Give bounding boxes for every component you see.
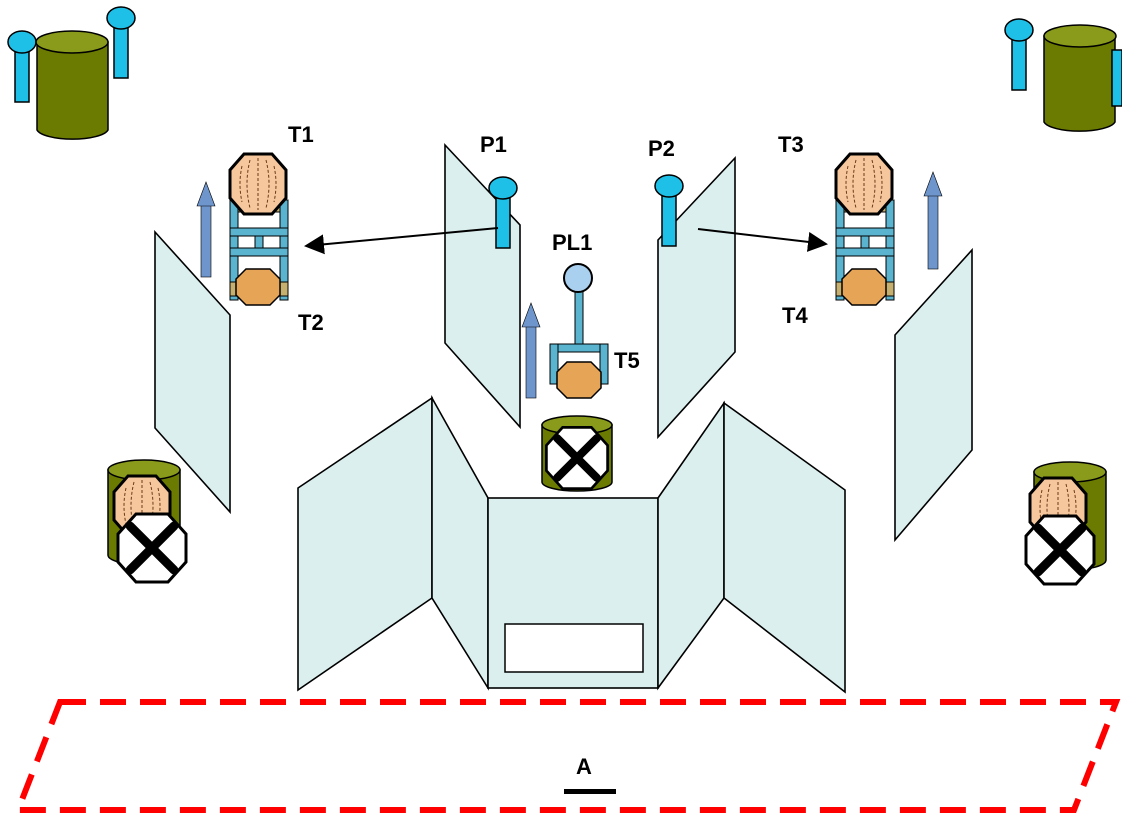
panel-left <box>154 229 231 515</box>
target-figure-t5 <box>549 263 609 399</box>
target-figure-t3-t4 <box>834 152 895 306</box>
barrel-target-cross-left <box>107 459 186 582</box>
panel-p2 <box>657 155 736 440</box>
motion-arrow-right <box>923 171 943 270</box>
barrel-cross-center <box>541 415 613 491</box>
label-t3: T3 <box>778 132 804 157</box>
label-pl1: PL1 <box>552 230 592 255</box>
label-t1: T1 <box>288 122 314 147</box>
label-p1: P1 <box>480 132 507 157</box>
panel-right <box>894 247 973 543</box>
label-area-a: A <box>576 754 592 779</box>
barrel-with-poles-top-left <box>7 6 136 140</box>
motion-arrow-center <box>521 302 541 399</box>
central-booth <box>297 394 846 694</box>
label-t4: T4 <box>782 303 808 328</box>
label-t2: T2 <box>298 310 324 335</box>
motion-arrow-left <box>196 181 216 278</box>
barrel-target-cross-right <box>1026 461 1107 584</box>
pointer-arrow-p1 <box>304 227 499 255</box>
barrel-with-poles-top-right <box>1004 18 1122 132</box>
label-t5: T5 <box>614 348 640 373</box>
label-p2: P2 <box>648 136 675 161</box>
area-a-underline <box>564 789 616 794</box>
light-pole-pl1-lamp <box>563 263 593 293</box>
target-figure-t1-t2 <box>228 152 289 306</box>
pointer-arrow-p2 <box>697 228 828 252</box>
area-a-dashed-outline <box>13 699 1121 813</box>
